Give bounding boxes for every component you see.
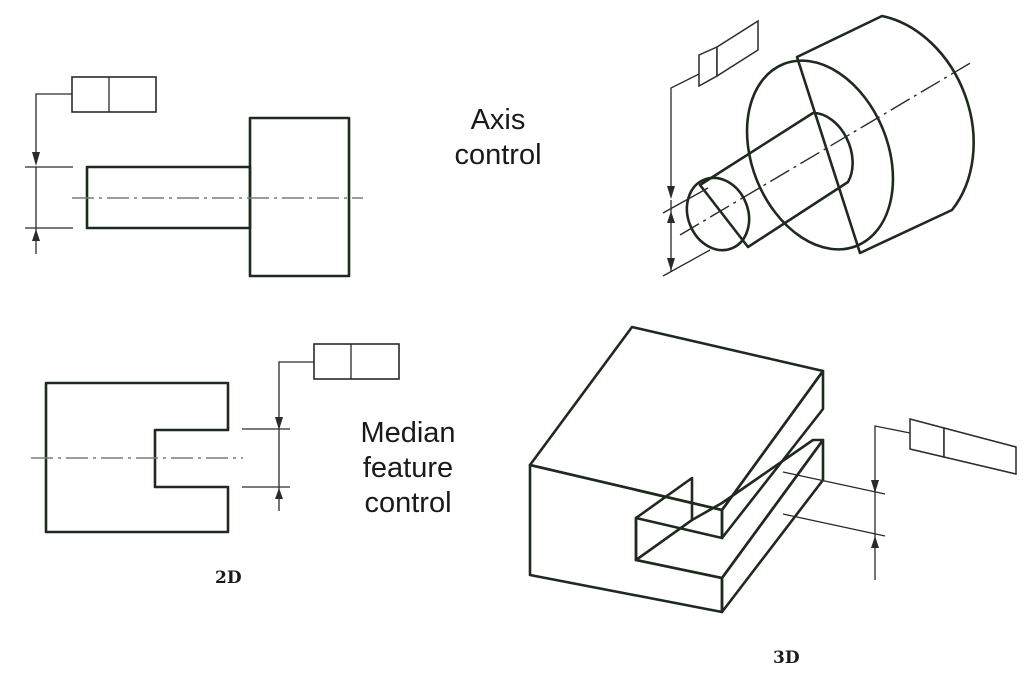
arrowhead-up-3d-median — [871, 536, 879, 548]
flange-3d-side — [795, 14, 975, 255]
shaft-3d-side — [698, 111, 854, 249]
extension-line-bottom-3d-median — [782, 513, 886, 537]
median-label-line-1: Median — [360, 417, 456, 449]
leader-line-axis-3d — [670, 73, 700, 196]
arrowhead-up — [32, 229, 40, 241]
center-line-3d-axis — [679, 61, 973, 236]
flange-3d-face — [745, 59, 895, 251]
leader-line-median-2d — [278, 361, 314, 426]
view-3d-label: 3D — [773, 648, 800, 668]
leader-line-axis-2d — [35, 93, 72, 163]
axis-control-3d-view — [662, 14, 975, 277]
arrowhead-up-median — [275, 488, 283, 499]
axis-control-label-line-2: control — [454, 139, 542, 171]
arrowhead-down — [32, 152, 40, 166]
axis-control-2d-view — [25, 76, 363, 278]
block-top-face — [528, 325, 825, 512]
arrowhead-down-3d-lower — [667, 258, 675, 271]
axis-control-label-line-1: Axis — [470, 104, 526, 136]
leader-line-median-3d — [874, 425, 911, 490]
lower-arm-top-face — [634, 438, 825, 580]
arrowhead-down-median — [275, 417, 283, 430]
feature-control-frame-median-3d — [909, 418, 1017, 475]
feature-control-frame-axis-2d — [71, 76, 157, 113]
slotted-block-2d — [44, 381, 230, 534]
extension-line-top-3d-median — [782, 471, 886, 495]
shaft-3d-end — [685, 176, 751, 252]
flange-2d — [248, 116, 351, 278]
median-control-2d-view — [31, 343, 400, 534]
median-label-line-3: control — [364, 487, 452, 519]
view-2d-label: 2D — [215, 568, 242, 588]
arrowhead-up-3d — [667, 211, 675, 223]
arrowhead-down-3d-median — [871, 480, 879, 493]
axis-control-label: Axis control — [428, 103, 568, 173]
upper-arm-side-face — [720, 369, 825, 540]
lower-arm-side-face — [720, 438, 825, 614]
feature-control-frame-median-2d — [313, 343, 400, 380]
median-control-3d-view — [528, 325, 1017, 614]
median-feature-control-label: Median feature control — [338, 416, 478, 521]
block-front-face — [528, 463, 724, 614]
arrowhead-down-3d — [667, 186, 675, 199]
feature-control-frame-axis-3d — [698, 19, 759, 88]
median-label-line-2: feature — [362, 452, 454, 484]
